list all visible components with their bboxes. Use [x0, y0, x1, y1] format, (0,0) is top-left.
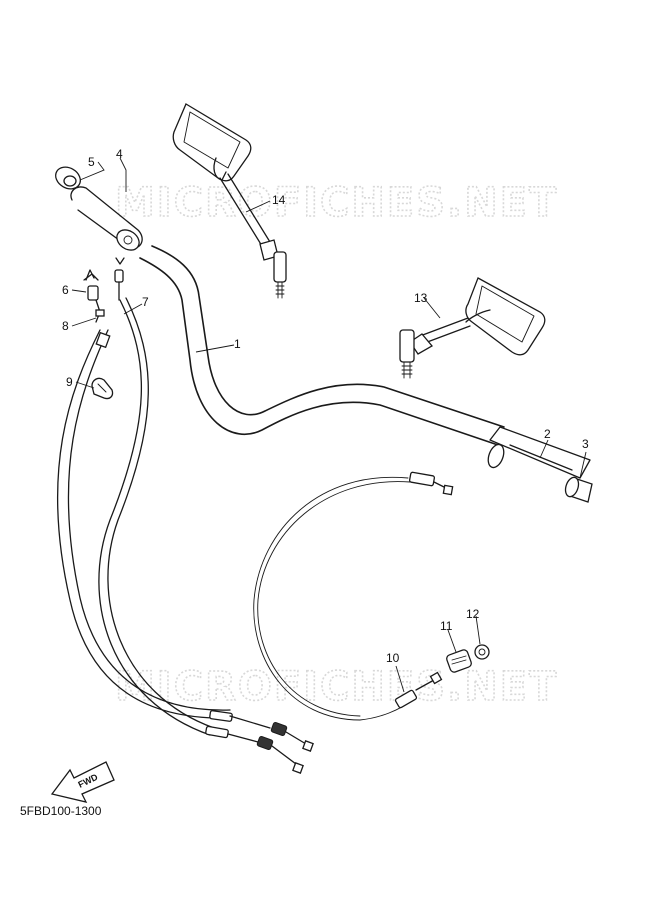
callout-8: 8	[62, 319, 69, 333]
callout-6: 6	[62, 283, 69, 297]
callout-4: 4	[116, 147, 123, 161]
callout-14: 14	[272, 193, 286, 207]
watermark-bottom: MICROFICHES.NET	[115, 664, 558, 710]
cable-bracket	[83, 273, 105, 323]
throttle-cables	[56, 297, 314, 774]
callout-9: 9	[66, 375, 73, 389]
callout-13: 13	[414, 291, 428, 305]
left-end-cap	[55, 166, 81, 190]
callout-3: 3	[582, 437, 589, 451]
left-grip	[70, 186, 143, 251]
cable-clamp	[91, 377, 114, 400]
callout-10: 10	[386, 651, 400, 665]
callout-5: 5	[88, 155, 95, 169]
drawing-code: 5FBD100-1300	[20, 804, 102, 818]
callout-1: 1	[234, 337, 241, 351]
right-end-cap	[564, 476, 593, 503]
clutch-cable	[253, 471, 454, 721]
handlebar	[139, 245, 505, 446]
right-grip	[487, 426, 591, 479]
callout-11: 11	[440, 619, 453, 633]
fwd-arrow: FWD	[50, 761, 115, 803]
leader-lines	[71, 157, 587, 693]
clutch-adjuster	[446, 649, 472, 673]
adjuster	[114, 257, 125, 301]
watermark-top: MICROFICHES.NET	[115, 180, 558, 226]
callout-2: 2	[544, 427, 551, 441]
mirror-right	[399, 277, 546, 379]
callout-12: 12	[466, 607, 480, 621]
screw-6	[85, 269, 95, 281]
adjuster-cap	[474, 644, 490, 660]
mirror-left	[172, 103, 287, 299]
callout-7: 7	[142, 295, 149, 309]
